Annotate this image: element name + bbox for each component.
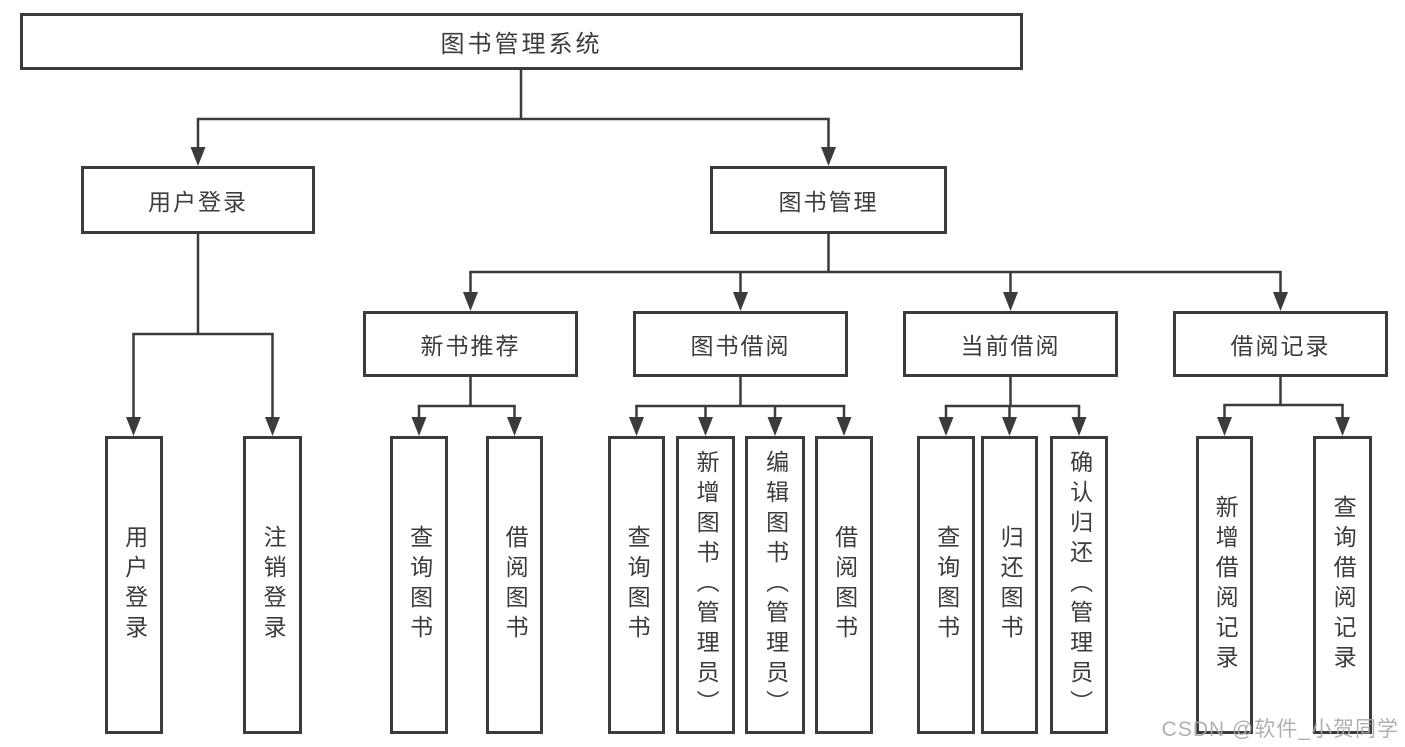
node-label: 注销登录	[260, 525, 287, 645]
node-label: 新增借阅记录	[1212, 495, 1239, 675]
node-label: 归还图书	[997, 525, 1024, 645]
node-label: 编辑图书（管理员）	[762, 450, 789, 720]
node-label: 确认归还（管理员）	[1066, 450, 1093, 720]
node-label: 当前借阅	[960, 333, 1061, 359]
node-label: 查询图书	[933, 525, 960, 645]
node-current-borrow: 当前借阅	[903, 311, 1118, 377]
node-leaf-current-query-book: 查询图书	[917, 436, 975, 734]
connector-current-borrow-children	[938, 377, 1087, 436]
node-leaf-borrow-query-book: 查询图书	[608, 436, 665, 734]
node-leaf-record-query-borrow-record: 查询借阅记录	[1313, 436, 1372, 734]
node-label: 查询图书	[624, 525, 651, 645]
connector-user-login-children	[126, 234, 280, 436]
node-leaf-current-confirm-return-admin: 确认归还（管理员）	[1050, 436, 1108, 734]
node-label: 图书借阅	[690, 333, 791, 359]
node-leaf-record-add-borrow-record: 新增借阅记录	[1196, 436, 1253, 734]
node-borrow-record: 借阅记录	[1173, 311, 1388, 377]
connector-borrow-record-children	[1217, 377, 1350, 436]
node-label: 新增图书（管理员）	[693, 450, 720, 720]
node-label: 用户登录	[148, 189, 248, 215]
node-leaf-recommend-query-book: 查询图书	[390, 436, 448, 734]
node-label: 图书管理系统	[440, 31, 603, 58]
node-leaf-recommend-borrow-book: 借阅图书	[486, 436, 543, 734]
node-new-book-recommend: 新书推荐	[363, 311, 578, 377]
node-leaf-logout: 注销登录	[243, 436, 302, 734]
node-label: 借阅图书	[831, 525, 858, 645]
node-label: 查询图书	[406, 525, 433, 645]
node-label: 图书管理	[778, 189, 879, 215]
connector-book-mgmt-children	[463, 234, 1288, 311]
csdn-watermark: CSDN @软件_小贺同学	[1161, 718, 1399, 741]
node-library-management-system: 图书管理系统	[20, 13, 1023, 70]
node-leaf-user-login: 用户登录	[105, 436, 163, 734]
node-leaf-current-return-book: 归还图书	[981, 436, 1038, 734]
node-leaf-borrow-borrow-book: 借阅图书	[815, 436, 873, 734]
connector-book-borrow-children	[629, 377, 852, 436]
node-label: 借阅图书	[502, 525, 529, 645]
node-user-login: 用户登录	[81, 166, 315, 234]
node-label: 新书推荐	[420, 333, 521, 359]
node-label: 查询借阅记录	[1330, 495, 1357, 675]
connector-root-to-level2	[190, 70, 836, 166]
node-label: 用户登录	[121, 525, 148, 645]
node-leaf-borrow-add-book-admin: 新增图书（管理员）	[676, 436, 735, 734]
node-leaf-borrow-edit-book-admin: 编辑图书（管理员）	[745, 436, 805, 734]
node-book-management: 图书管理	[710, 166, 947, 234]
node-label: 借阅记录	[1230, 333, 1331, 359]
connector-new-book-children	[411, 377, 522, 436]
node-book-borrow: 图书借阅	[633, 311, 848, 377]
